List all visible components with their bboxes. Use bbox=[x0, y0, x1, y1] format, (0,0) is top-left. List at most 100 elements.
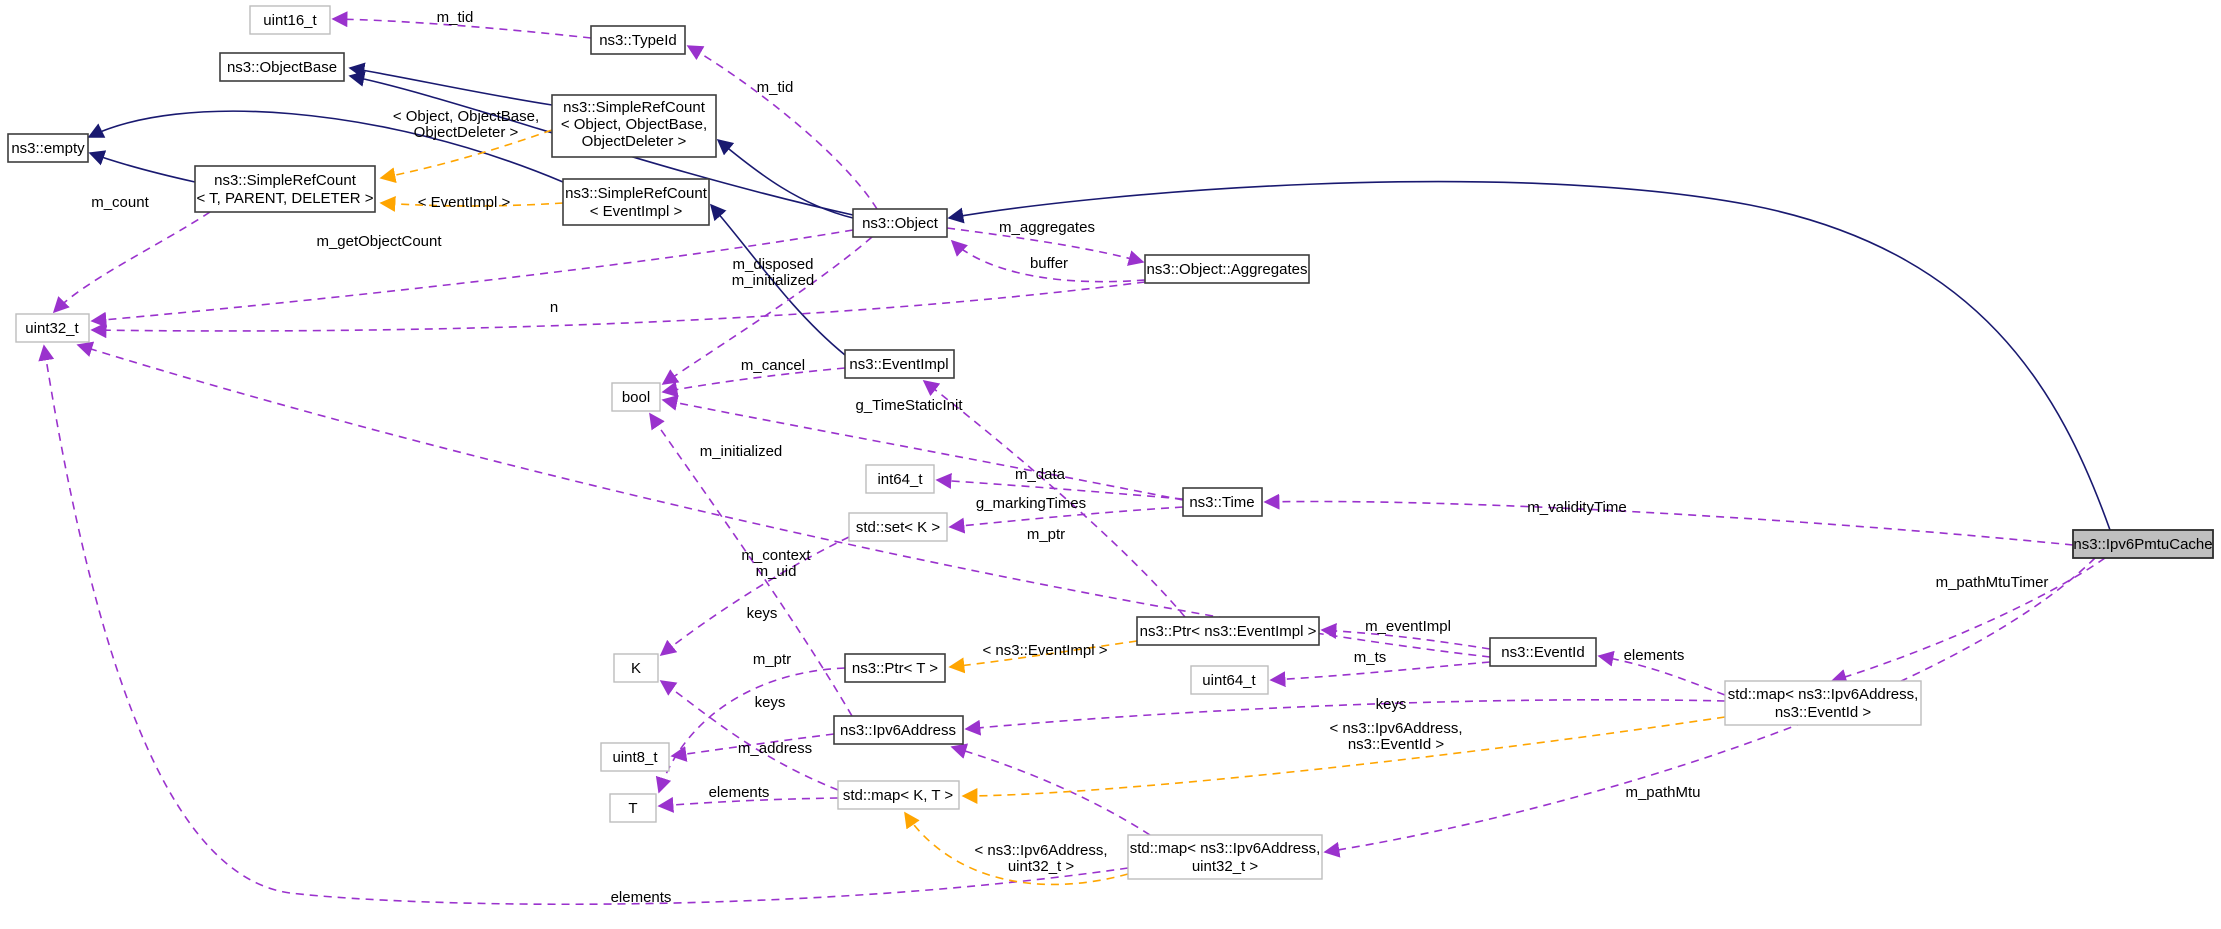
edge-label: n bbox=[550, 299, 558, 316]
node-box[interactable] bbox=[1190, 665, 1269, 695]
edge-src-template-to-empty bbox=[88, 150, 196, 183]
edge-ipv6pmtucache-to-time bbox=[1263, 493, 2074, 546]
node-box[interactable] bbox=[15, 313, 90, 343]
node-simplerefcount-object[interactable]: ns3::SimpleRefCount < Object, ObjectBase… bbox=[551, 94, 717, 158]
node-eventimpl[interactable]: ns3::EventImpl bbox=[844, 349, 955, 379]
node-label: < EventImpl > bbox=[590, 203, 683, 220]
node-label: < T, PARENT, DELETER > bbox=[196, 190, 373, 207]
node-box[interactable] bbox=[1724, 680, 1922, 726]
edge-label: m_aggregates bbox=[999, 219, 1095, 236]
node-typeid[interactable]: ns3::TypeId bbox=[590, 25, 686, 55]
node-box[interactable] bbox=[837, 780, 960, 810]
edge-label: m_disposed bbox=[733, 256, 814, 273]
node-uint64-t[interactable]: uint64_t bbox=[1190, 665, 1269, 695]
edge-label: keys bbox=[1376, 696, 1407, 713]
node-label: ns3::Ipv6Address bbox=[840, 722, 956, 739]
edge-label: m_ptr bbox=[753, 651, 791, 668]
node-box[interactable] bbox=[7, 133, 89, 163]
node-box[interactable] bbox=[194, 165, 376, 213]
edge-object-to-typeid bbox=[686, 45, 878, 210]
node-box[interactable] bbox=[590, 25, 686, 55]
node-label: ns3::EventImpl bbox=[849, 356, 948, 373]
edge-label: m_ptr bbox=[1027, 526, 1065, 543]
node-label: uint64_t bbox=[1202, 672, 1256, 689]
node-object[interactable]: ns3::Object bbox=[852, 208, 948, 238]
edge-map-uint32-to-ipv6address-keys bbox=[950, 743, 1151, 836]
edge-ipv6address-to-uint8 bbox=[670, 733, 835, 762]
node-int64-t[interactable]: int64_t bbox=[865, 464, 935, 494]
node-box[interactable] bbox=[2072, 529, 2214, 559]
edge-map-eventid-to-eventid-elements bbox=[1597, 650, 1726, 696]
node-ptr-t[interactable]: ns3::Ptr< T > bbox=[844, 653, 946, 683]
node-uint8-t[interactable]: uint8_t bbox=[600, 742, 670, 772]
node-time[interactable]: ns3::Time bbox=[1182, 487, 1263, 517]
node-box[interactable] bbox=[844, 349, 955, 379]
node-uint32-t[interactable]: uint32_t bbox=[15, 313, 90, 343]
node-box[interactable] bbox=[865, 464, 935, 494]
node-objectbase[interactable]: ns3::ObjectBase bbox=[219, 52, 345, 82]
edge-ptr-t-to-t bbox=[655, 667, 846, 794]
edge-label: m_initialized bbox=[732, 272, 815, 289]
node-box[interactable] bbox=[600, 742, 670, 772]
node-simplerefcount-template[interactable]: ns3::SimpleRefCount < T, PARENT, DELETER… bbox=[194, 165, 376, 213]
node-std-set-k[interactable]: std::set< K > bbox=[848, 512, 948, 542]
edge-map-eventid-to-ipv6address-keys bbox=[964, 698, 1726, 736]
node-box[interactable] bbox=[611, 382, 661, 412]
node-label: K bbox=[631, 660, 641, 677]
edge-ipv6pmtucache-to-map-eventid bbox=[1830, 557, 2106, 685]
node-eventid[interactable]: ns3::EventId bbox=[1489, 637, 1597, 667]
edge-label: uint32_t > bbox=[1008, 858, 1075, 875]
node-box[interactable] bbox=[249, 5, 331, 35]
node-box[interactable] bbox=[848, 512, 948, 542]
node-box[interactable] bbox=[1489, 637, 1597, 667]
node-ipv6address[interactable]: ns3::Ipv6Address bbox=[833, 715, 964, 745]
node-box[interactable] bbox=[844, 653, 946, 683]
node-std-map-ipv6-uint32[interactable]: std::map< ns3::Ipv6Address, uint32_t > bbox=[1127, 834, 1323, 880]
nodes: uint16_t ns3::TypeId ns3::ObjectBase ns3… bbox=[7, 5, 2214, 880]
node-bool[interactable]: bool bbox=[611, 382, 661, 412]
node-label: ns3::Ipv6PmtuCache bbox=[2073, 536, 2212, 553]
edge-label: m_tid bbox=[757, 79, 794, 96]
node-label: ns3::SimpleRefCount bbox=[565, 185, 708, 202]
node-box[interactable] bbox=[1127, 834, 1323, 880]
node-simplerefcount-eventimpl[interactable]: ns3::SimpleRefCount < EventImpl > bbox=[562, 178, 710, 226]
node-object-aggregates[interactable]: ns3::Object::Aggregates bbox=[1144, 254, 1310, 284]
node-label: ns3::TypeId bbox=[599, 32, 677, 49]
edge-label: m_count bbox=[91, 194, 149, 211]
edge-time-to-set bbox=[948, 506, 1184, 534]
node-box[interactable] bbox=[562, 178, 710, 226]
node-label: ns3::SimpleRefCount bbox=[214, 172, 357, 189]
node-uint16-t[interactable]: uint16_t bbox=[249, 5, 331, 35]
node-label: ns3::Object::Aggregates bbox=[1147, 261, 1308, 278]
node-box[interactable] bbox=[852, 208, 948, 238]
node-box[interactable] bbox=[613, 653, 659, 683]
node-box[interactable] bbox=[609, 793, 657, 823]
node-box[interactable] bbox=[1182, 487, 1263, 517]
node-box[interactable] bbox=[219, 52, 345, 82]
node-box[interactable] bbox=[833, 715, 964, 745]
node-label: ns3::Ptr< ns3::EventImpl > bbox=[1140, 623, 1317, 640]
edge-label: m_initialized bbox=[700, 443, 783, 460]
node-ipv6pmtucache[interactable]: ns3::Ipv6PmtuCache bbox=[2072, 529, 2214, 559]
edge-eventimpl-to-src-eventimpl bbox=[709, 203, 846, 356]
node-std-map-kt[interactable]: std::map< K, T > bbox=[837, 780, 960, 810]
edge-label: m_validityTime bbox=[1527, 499, 1626, 516]
node-std-map-ipv6-eventid[interactable]: std::map< ns3::Ipv6Address, ns3::EventId… bbox=[1724, 680, 1922, 726]
node-box[interactable] bbox=[551, 94, 717, 158]
edge-label: elements bbox=[1624, 647, 1685, 664]
node-box[interactable] bbox=[1144, 254, 1310, 284]
edge-eventid-to-uint32 bbox=[76, 341, 1491, 658]
node-empty[interactable]: ns3::empty bbox=[7, 133, 89, 163]
node-k[interactable]: K bbox=[613, 653, 659, 683]
node-label: int64_t bbox=[877, 471, 923, 488]
edge-eventid-to-ptr-eventimpl bbox=[1320, 622, 1491, 650]
edge-label: m_pathMtuTimer bbox=[1936, 574, 2049, 591]
node-ptr-eventimpl[interactable]: ns3::Ptr< ns3::EventImpl > bbox=[1136, 616, 1320, 646]
edge-src-object-to-objectbase bbox=[348, 62, 553, 106]
edge-eventid-to-uint64 bbox=[1269, 661, 1491, 688]
node-t[interactable]: T bbox=[609, 793, 657, 823]
edge-labels: m_tid m_tid < Object, ObjectBase, Object… bbox=[91, 9, 2048, 906]
node-box[interactable] bbox=[1136, 616, 1320, 646]
edge-ipv6pmtucache-to-map-uint32 bbox=[1323, 557, 2096, 858]
